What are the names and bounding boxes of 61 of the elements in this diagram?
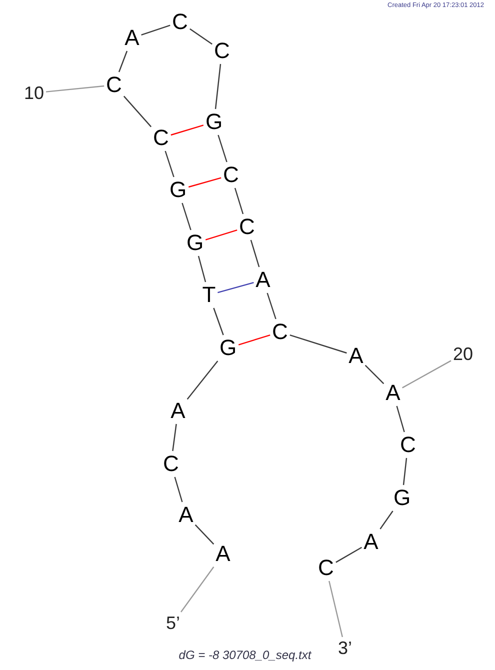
backbone-line [290, 334, 347, 354]
backbone-line [198, 256, 206, 282]
base-pair-line [238, 334, 270, 346]
base-letter: C [400, 434, 416, 456]
base-letter: C [272, 321, 288, 343]
caption: dG = -8 30708_0_seq.txt [178, 649, 312, 661]
backbone-line [194, 524, 214, 545]
backbone-line [213, 308, 224, 336]
backbone-line [214, 64, 222, 110]
base-pair-line [218, 282, 254, 294]
backbone-line [118, 50, 128, 72]
position-number: 10 [24, 84, 44, 102]
backbone-line [380, 510, 394, 530]
base-letter: A [386, 382, 400, 404]
backbone-line [266, 292, 276, 320]
base-letter: G [169, 179, 187, 201]
backbone-line [186, 360, 218, 400]
strand-end-label: 5’ [166, 614, 180, 632]
backbone-line [402, 458, 408, 486]
base-letter: C [172, 11, 188, 33]
position-number: 20 [452, 345, 474, 363]
backbone-line [182, 202, 192, 230]
base-pair-line [170, 124, 204, 136]
base-letter: C [223, 164, 239, 186]
backbone-line [123, 96, 152, 128]
base-letter: A [170, 400, 186, 422]
base-letter: C [153, 127, 169, 149]
backbone-line [190, 28, 212, 45]
base-letter: G [219, 337, 237, 359]
base-pair-line [205, 230, 238, 240]
backbone-line [336, 546, 362, 563]
strand-end-label: 3’ [338, 639, 352, 657]
backbone-line [174, 476, 183, 502]
base-letter: A [364, 531, 378, 553]
base-letter: A [256, 269, 270, 291]
base-letter: T [202, 284, 216, 306]
base-letter: G [186, 232, 204, 254]
base-letter: A [216, 543, 230, 565]
backbone-line [234, 188, 244, 214]
backbone-line [396, 406, 405, 432]
base-letter: A [124, 27, 140, 49]
backbone-line [250, 240, 260, 268]
backbone-line [141, 24, 170, 36]
backbone-line [364, 364, 384, 384]
base-letter: C [106, 74, 122, 96]
base-letter: C [163, 453, 179, 475]
leader-line [46, 85, 104, 92]
backbone-line [218, 134, 228, 162]
base-letter: A [178, 504, 194, 526]
backbone-line [172, 424, 177, 452]
base-letter: G [393, 487, 411, 509]
base-letter: C [318, 557, 334, 579]
base-letter: A [348, 345, 364, 367]
base-letter: G [205, 111, 223, 133]
base-letter: C [214, 40, 230, 62]
base-letter: C [239, 216, 255, 238]
leader-line [180, 566, 214, 612]
leader-line [328, 580, 343, 638]
base-pair-line [188, 177, 222, 188]
backbone-line [164, 150, 174, 178]
leader-line [402, 360, 452, 388]
